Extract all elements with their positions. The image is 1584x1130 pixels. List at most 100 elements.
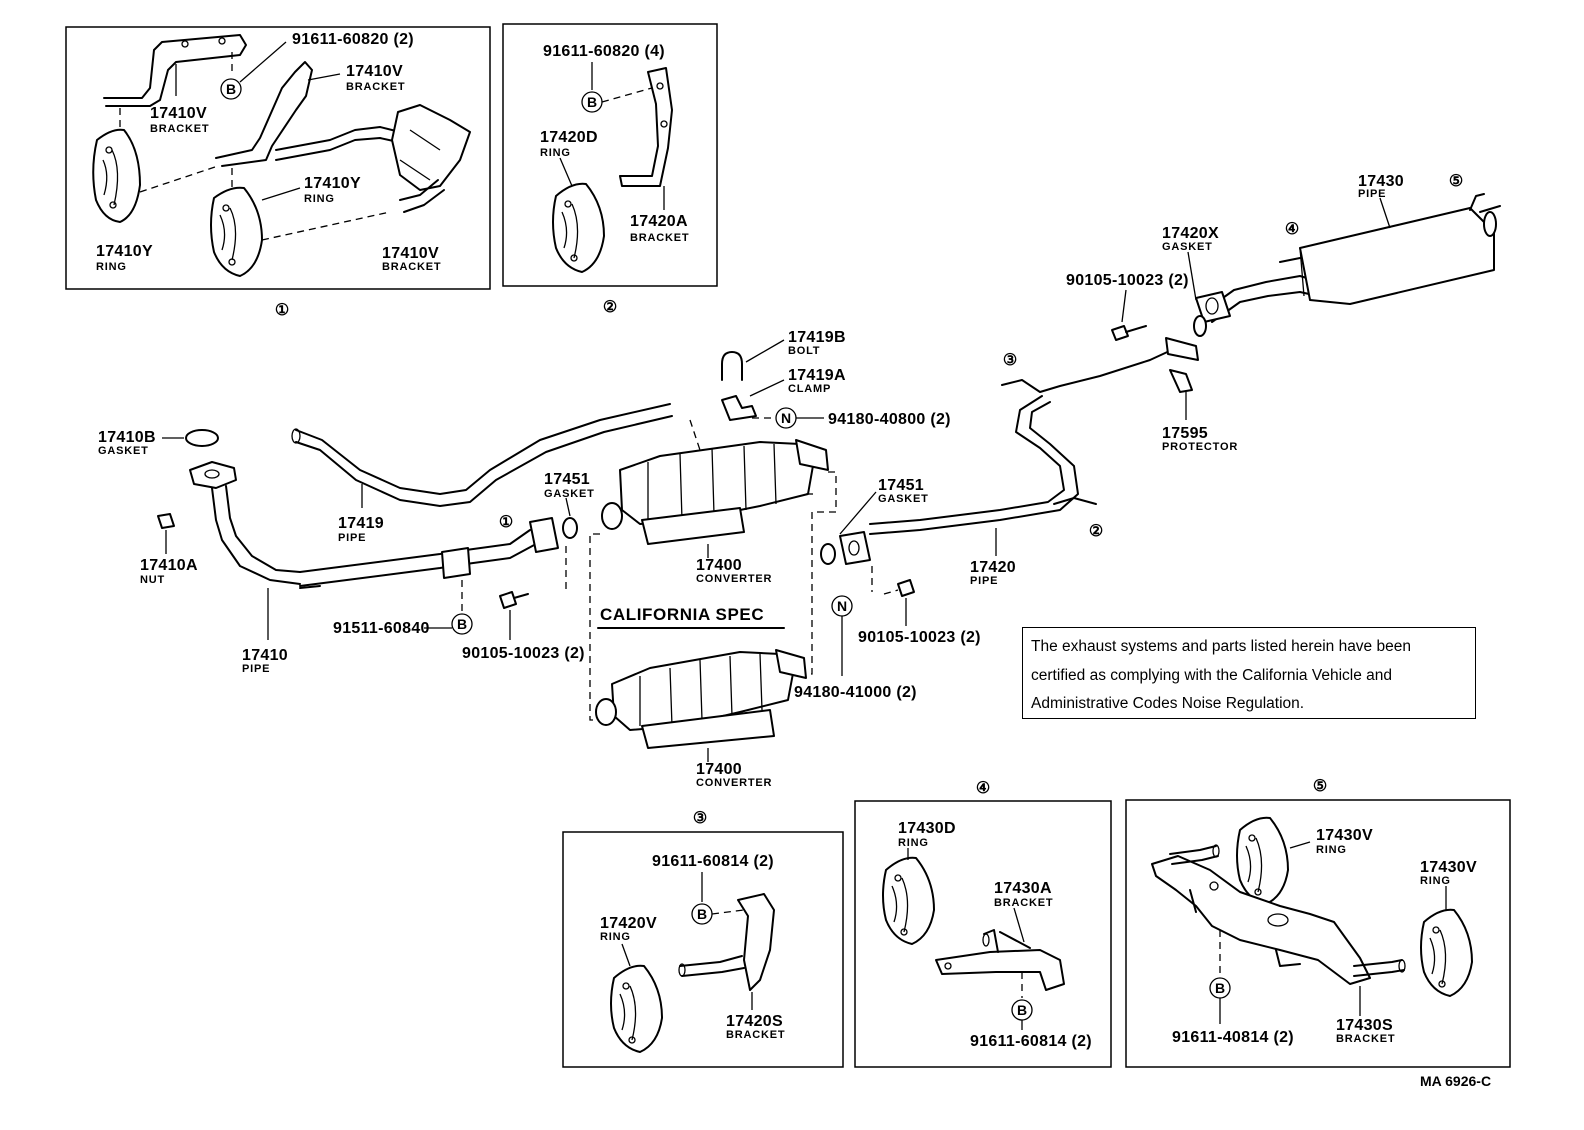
label-n: N bbox=[837, 598, 847, 614]
label-s2: ② bbox=[1089, 523, 1103, 540]
label-n-bracket-b: BRACKET bbox=[150, 123, 209, 135]
label-p-91611-40814: 91611-40814 (2) bbox=[1172, 1029, 1294, 1046]
converter-17400-california bbox=[595, 649, 807, 749]
label-p-90105-c: 90105-10023 (2) bbox=[858, 629, 981, 646]
bolt-90105-b bbox=[499, 591, 517, 609]
ring-17410y-center bbox=[210, 186, 263, 277]
label-p-90105-a: 90105-10023 (2) bbox=[1066, 272, 1189, 289]
label-n-ring-e: RING bbox=[600, 931, 631, 943]
label-n-bracket-c: BRACKET bbox=[382, 261, 441, 273]
label-p-17410Y-a: 17410Y bbox=[304, 175, 361, 192]
label-n-bracket-e: BRACKET bbox=[726, 1029, 785, 1041]
muffler-pipe-17430 bbox=[1195, 193, 1501, 323]
label-p-17419: 17419 bbox=[338, 515, 384, 532]
bracket-17410v-top bbox=[103, 34, 247, 107]
label-p-17451-a: 17451 bbox=[544, 471, 590, 488]
bolt-90105-a bbox=[1111, 325, 1147, 341]
label-p-17419B: 17419B bbox=[788, 329, 846, 346]
label-b: B bbox=[697, 906, 707, 922]
label-n-bracket-d: BRACKET bbox=[630, 232, 689, 244]
label-n-bracket-f: BRACKET bbox=[994, 897, 1053, 909]
label-p-94180-40800: 94180-40800 (2) bbox=[828, 411, 951, 428]
label-n-protector: PROTECTOR bbox=[1162, 441, 1238, 453]
label-s3: ③ bbox=[1003, 352, 1017, 369]
flange-left bbox=[529, 517, 578, 553]
detail-box-3 bbox=[562, 831, 844, 1068]
section-label-5: ⑤ bbox=[1313, 778, 1327, 795]
label-p-91611-60814-a: 91611-60814 (2) bbox=[652, 853, 774, 870]
label-n-pipe-c: PIPE bbox=[970, 575, 998, 587]
label-n-gasket-d: GASKET bbox=[878, 493, 929, 505]
gasket-17420x bbox=[1193, 315, 1207, 337]
label-n-pipe-d: PIPE bbox=[242, 663, 270, 675]
bolt-symbol-b bbox=[220, 78, 242, 100]
label-p-17410V-a: 17410V bbox=[346, 63, 403, 80]
detail-box-4 bbox=[854, 800, 1112, 1068]
label-b: B bbox=[457, 616, 467, 632]
label-n-converter-a: CONVERTER bbox=[696, 573, 772, 585]
label-p-17410V-b: 17410V bbox=[150, 105, 207, 122]
label-s1: ① bbox=[499, 514, 513, 531]
label-n-converter-b: CONVERTER bbox=[696, 777, 772, 789]
label-91511-60840: 91511-60840 bbox=[333, 620, 430, 637]
detail-box-1 bbox=[65, 26, 491, 290]
label-s4: ④ bbox=[1285, 221, 1299, 238]
label-n-bracket-a: BRACKET bbox=[346, 81, 405, 93]
pipe-17419 bbox=[291, 403, 673, 507]
label-p-17430D: 17430D bbox=[898, 820, 956, 837]
detail-box-2 bbox=[502, 23, 718, 287]
label-p-17410: 17410 bbox=[242, 647, 288, 664]
label-91611-60820-4: 91611-60820 (4) bbox=[543, 43, 665, 60]
ring-17410y-left bbox=[92, 128, 141, 223]
label-p-17419A: 17419A bbox=[788, 367, 846, 384]
label-s5: ⑤ bbox=[1449, 173, 1463, 190]
label-n-ring-h: RING bbox=[1420, 875, 1451, 887]
pipe-17420 bbox=[869, 337, 1199, 535]
label-p-91611-60814-b: 91611-60814 (2) bbox=[970, 1033, 1092, 1050]
ring-17420d bbox=[552, 182, 605, 273]
figure-reference: MA 6926-C bbox=[1420, 1073, 1491, 1089]
gasket-17410b bbox=[185, 429, 219, 447]
label-p-17595: 17595 bbox=[1162, 425, 1208, 442]
label-n-bracket-g: BRACKET bbox=[1336, 1033, 1395, 1045]
ring-17430d bbox=[882, 856, 935, 945]
label-91611-60820-2: 91611-60820 (2) bbox=[292, 31, 414, 48]
protector-17595 bbox=[1169, 369, 1193, 393]
label-n-ring-g: RING bbox=[1316, 844, 1347, 856]
converter-17400-main bbox=[601, 439, 829, 545]
label-n-nut: NUT bbox=[140, 574, 165, 586]
section-label-1: ① bbox=[275, 302, 289, 319]
section-label-2: ② bbox=[603, 299, 617, 316]
pipe-17410 bbox=[189, 461, 537, 589]
label-p-17410A: 17410A bbox=[140, 557, 198, 574]
detail-box-5 bbox=[1125, 799, 1511, 1068]
clamp-17419a bbox=[721, 395, 757, 421]
label-n: N bbox=[781, 410, 791, 426]
label-n-ring-d: RING bbox=[540, 147, 571, 159]
label-n-ring-a: RING bbox=[304, 193, 335, 205]
note-line-1: The exhaust systems and parts listed her… bbox=[1031, 638, 1411, 655]
label-b: B bbox=[1215, 980, 1225, 996]
label-p-17430S: 17430S bbox=[1336, 1017, 1393, 1034]
ring-17420v bbox=[610, 964, 663, 1053]
label-n-clamp: CLAMP bbox=[788, 383, 831, 395]
label-n-gasket-c: GASKET bbox=[544, 488, 595, 500]
nut-17410a bbox=[157, 513, 175, 529]
label-p-90105-b: 90105-10023 (2) bbox=[462, 645, 585, 662]
label-p-17420: 17420 bbox=[970, 559, 1016, 576]
label-p-17420A: 17420A bbox=[630, 213, 688, 230]
section-label-3: ③ bbox=[693, 810, 707, 827]
label-p-17451-b: 17451 bbox=[878, 477, 924, 494]
label-n-gasket-a: GASKET bbox=[1162, 241, 1213, 253]
note-line-3: Administrative Codes Noise Regulation. bbox=[1031, 695, 1305, 712]
u-bolt-17419b bbox=[721, 351, 743, 381]
label-p-17400-a: 17400 bbox=[696, 557, 742, 574]
label-p-17420D: 17420D bbox=[540, 129, 598, 146]
label-p-17430A: 17430A bbox=[994, 880, 1052, 897]
label-n-pipe-a: PIPE bbox=[1358, 188, 1386, 200]
label-p-94180-41000: 94180-41000 (2) bbox=[794, 684, 917, 701]
bolt-90105-c bbox=[897, 579, 915, 597]
label-b: B bbox=[226, 81, 236, 97]
hanger-pipe bbox=[275, 104, 471, 213]
